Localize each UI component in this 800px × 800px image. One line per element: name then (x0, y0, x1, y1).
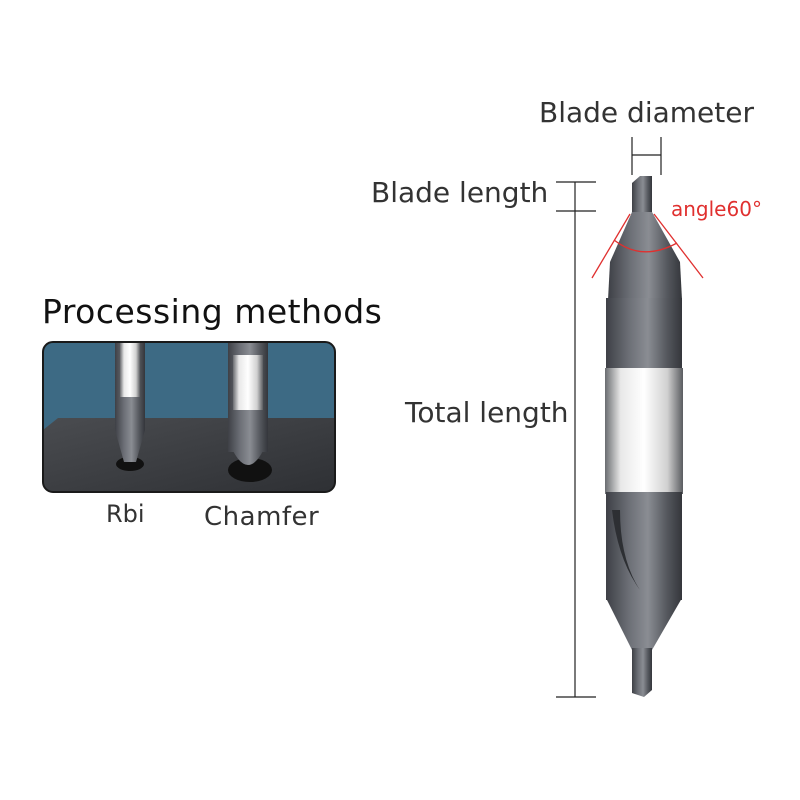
method-label-chamfer: Chamfer (204, 502, 320, 532)
center-drill-illustration (605, 176, 683, 697)
processing-illustration (43, 342, 335, 492)
angle-marker (591, 213, 704, 279)
angle-label: angle60° (671, 197, 762, 221)
dimension-lines (556, 137, 662, 698)
blade-diameter-label: Blade diameter (539, 96, 754, 129)
blade-length-label: Blade length (371, 176, 549, 209)
method-label-rbi: Rbi (106, 500, 145, 528)
total-length-label: Total length (405, 396, 569, 429)
processing-panel-border (42, 341, 336, 493)
processing-methods-title: Processing methods (42, 292, 383, 331)
